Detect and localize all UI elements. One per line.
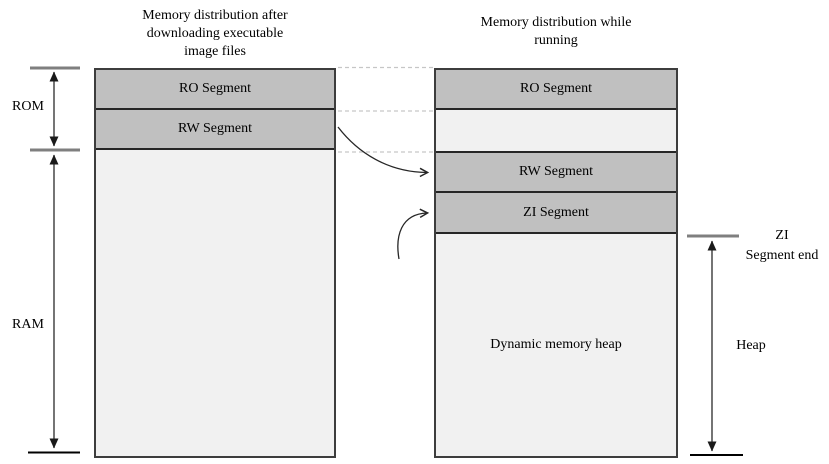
rom-range-label: ROM xyxy=(12,99,44,114)
memory-box-after-download: RO Segment RW Segment xyxy=(94,68,336,458)
right-ro-segment-label: RO Segment xyxy=(520,81,592,96)
ram-range-label: RAM xyxy=(12,317,44,332)
heap-range-label: Heap xyxy=(736,338,766,353)
right-dynamic-heap-label: Dynamic memory heap xyxy=(490,337,622,352)
memory-box-while-running: RO Segment RW Segment ZI Segment Dynamic… xyxy=(434,68,678,458)
right-rw-segment: RW Segment xyxy=(436,153,676,193)
right-dynamic-heap: Dynamic memory heap xyxy=(436,234,676,456)
left-rw-segment: RW Segment xyxy=(96,110,334,150)
left-ro-segment-label: RO Segment xyxy=(179,81,251,96)
right-reserved-gap xyxy=(436,110,676,153)
right-zi-segment-label: ZI Segment xyxy=(523,204,589,220)
left-free-area xyxy=(96,150,334,456)
rw-copy-arrow xyxy=(337,126,430,178)
zi-pointer-arrow xyxy=(397,208,430,260)
left-ro-segment: RO Segment xyxy=(96,70,334,110)
right-rw-segment-label: RW Segment xyxy=(518,164,594,179)
right-zi-segment: ZI Segment xyxy=(436,193,676,234)
right-column-title: Memory distribution while running xyxy=(480,15,632,48)
zi-segment-end-label: ZI Segment end xyxy=(745,228,819,263)
left-rw-segment-label: RW Segment xyxy=(177,121,253,136)
left-column-title: Memory distribution after downloading ex… xyxy=(142,8,288,59)
right-ro-segment: RO Segment xyxy=(436,70,676,110)
